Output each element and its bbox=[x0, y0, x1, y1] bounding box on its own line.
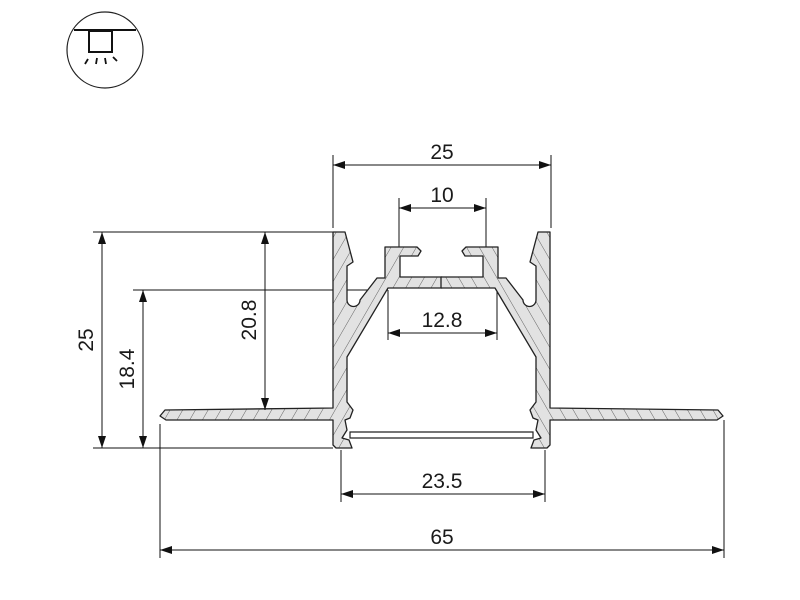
diffuser bbox=[349, 431, 534, 439]
dim-inner-height: 18.4 bbox=[116, 348, 139, 389]
dim-diffuser-width: 23.5 bbox=[422, 470, 463, 493]
dim-inner-top-width: 12.8 bbox=[422, 309, 463, 332]
aluminium-profile bbox=[159, 231, 724, 449]
extension-lines bbox=[93, 155, 725, 558]
dim-profile-width: 25 bbox=[430, 141, 453, 164]
dim-profile-height: 25 bbox=[75, 328, 98, 351]
dimension-lines bbox=[98, 161, 724, 554]
recessed-light-icon bbox=[66, 11, 144, 89]
dim-channel-width: 10 bbox=[430, 184, 453, 207]
dim-flange-to-top-height: 20.8 bbox=[238, 300, 261, 341]
dim-overall-width: 65 bbox=[430, 526, 453, 549]
